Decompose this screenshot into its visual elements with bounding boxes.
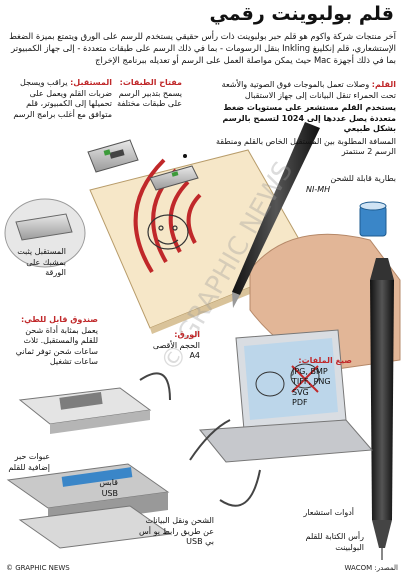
file-format-2: TIFF, PNG [292,377,331,386]
pen-box: القلم: وصلات تعمل بالموجات فوق الصوتية و… [210,80,396,158]
spare-ink-caption: عبوات حبر إضافية للقلم [8,452,50,472]
pen-standalone-icon [370,258,394,560]
receiver-text: يراقب ويسجل ضربات القلم ويعمل على تحميله… [13,78,112,119]
file-formats-box: صيغ الملفات: JPG, BMP TIFF, PNG SVG PDF [292,356,352,409]
charging-case-box: صندوق قابل للطي: يعمل بمثابة أداة شحن لل… [6,315,98,368]
pen-heading: القلم: [371,80,396,89]
layers-box: مفتاح الطبقات: يسمح بتدبير الرسم على طبق… [112,78,182,110]
sketch-face-icon [147,214,189,250]
receiver-clip-caption: المستقبل يثبت بمشبك على الورقة [17,247,66,277]
receiver-clip-icon [4,198,86,268]
file-formats-heading: صيغ الملفات: [298,356,352,365]
file-format-4: PDF [292,398,308,407]
file-format-1: JPG, BMP [292,366,328,376]
paper-text: الحجم الأقصى [152,340,200,350]
paper-caption: الورق: الحجم الأقصى A4 [140,330,200,362]
paper-heading: الورق: [174,330,200,339]
battery-caption: بطارية قابلة للشحن NI-MH [306,174,396,195]
layers-heading: مفتاح الطبقات: [119,78,182,87]
copyright: © GRAPHIC NEWS [6,564,70,572]
charging-case-icon [6,387,172,549]
pen-tip-caption: رأس الكتابة للقلم البولبينت [305,532,365,552]
pen-pressure-text: يستخدم القلم مستشعر على مستويات ضغط متعد… [222,103,396,133]
battery-icon [359,201,387,237]
usb-plug-label: قابس [99,478,118,487]
battery-type: NI-MH [306,184,331,194]
paper-size: A4 [189,351,200,360]
receiver-detail-icon [87,139,139,173]
charging-case-text: يعمل بمثابة أداة شحن للقلم والمستقبل. ثل… [15,325,98,367]
receiver-heading: المستقبل: [70,78,112,87]
page-title: قلم بولبوينت رقمي [209,3,394,25]
intro-text: آخر منتجات شركة واكوم هو قلم حبر بولبوين… [9,31,396,65]
charging-case-heading: صندوق قابل للطي: [20,315,98,324]
file-format-3: SVG [292,387,309,397]
usb-cable [189,419,261,507]
source: المصدر: WACOM [344,564,399,572]
layers-indicator-icon [183,154,187,158]
layers-text: يسمح بتدبير الرسم على طبقات مختلفة [117,88,182,109]
sensor-tools-caption: أدوات استشعار [303,508,354,517]
battery-label: بطارية قابلة للشحن [330,174,396,183]
receiver-box: المستقبل: يراقب ويسجل ضربات القلم ويعمل … [8,78,112,120]
usb-transfer-caption: الشحن ونقل البيانات عن طريق رابط يو أس ب… [139,516,214,546]
usb-plug-caption: قابس USB [86,478,118,499]
pen-distance-text: المسافة المطلوبة بين المستقبل الخاص بالق… [216,136,396,157]
receiver-device-icon [149,165,199,191]
fold-arrow-icon [139,372,171,401]
pen-text: وصلات تعمل بالموجات فوق الصوتية والأشعة … [221,80,396,100]
usb-plug-code: USB [101,488,118,498]
laptop-icon [199,329,374,463]
